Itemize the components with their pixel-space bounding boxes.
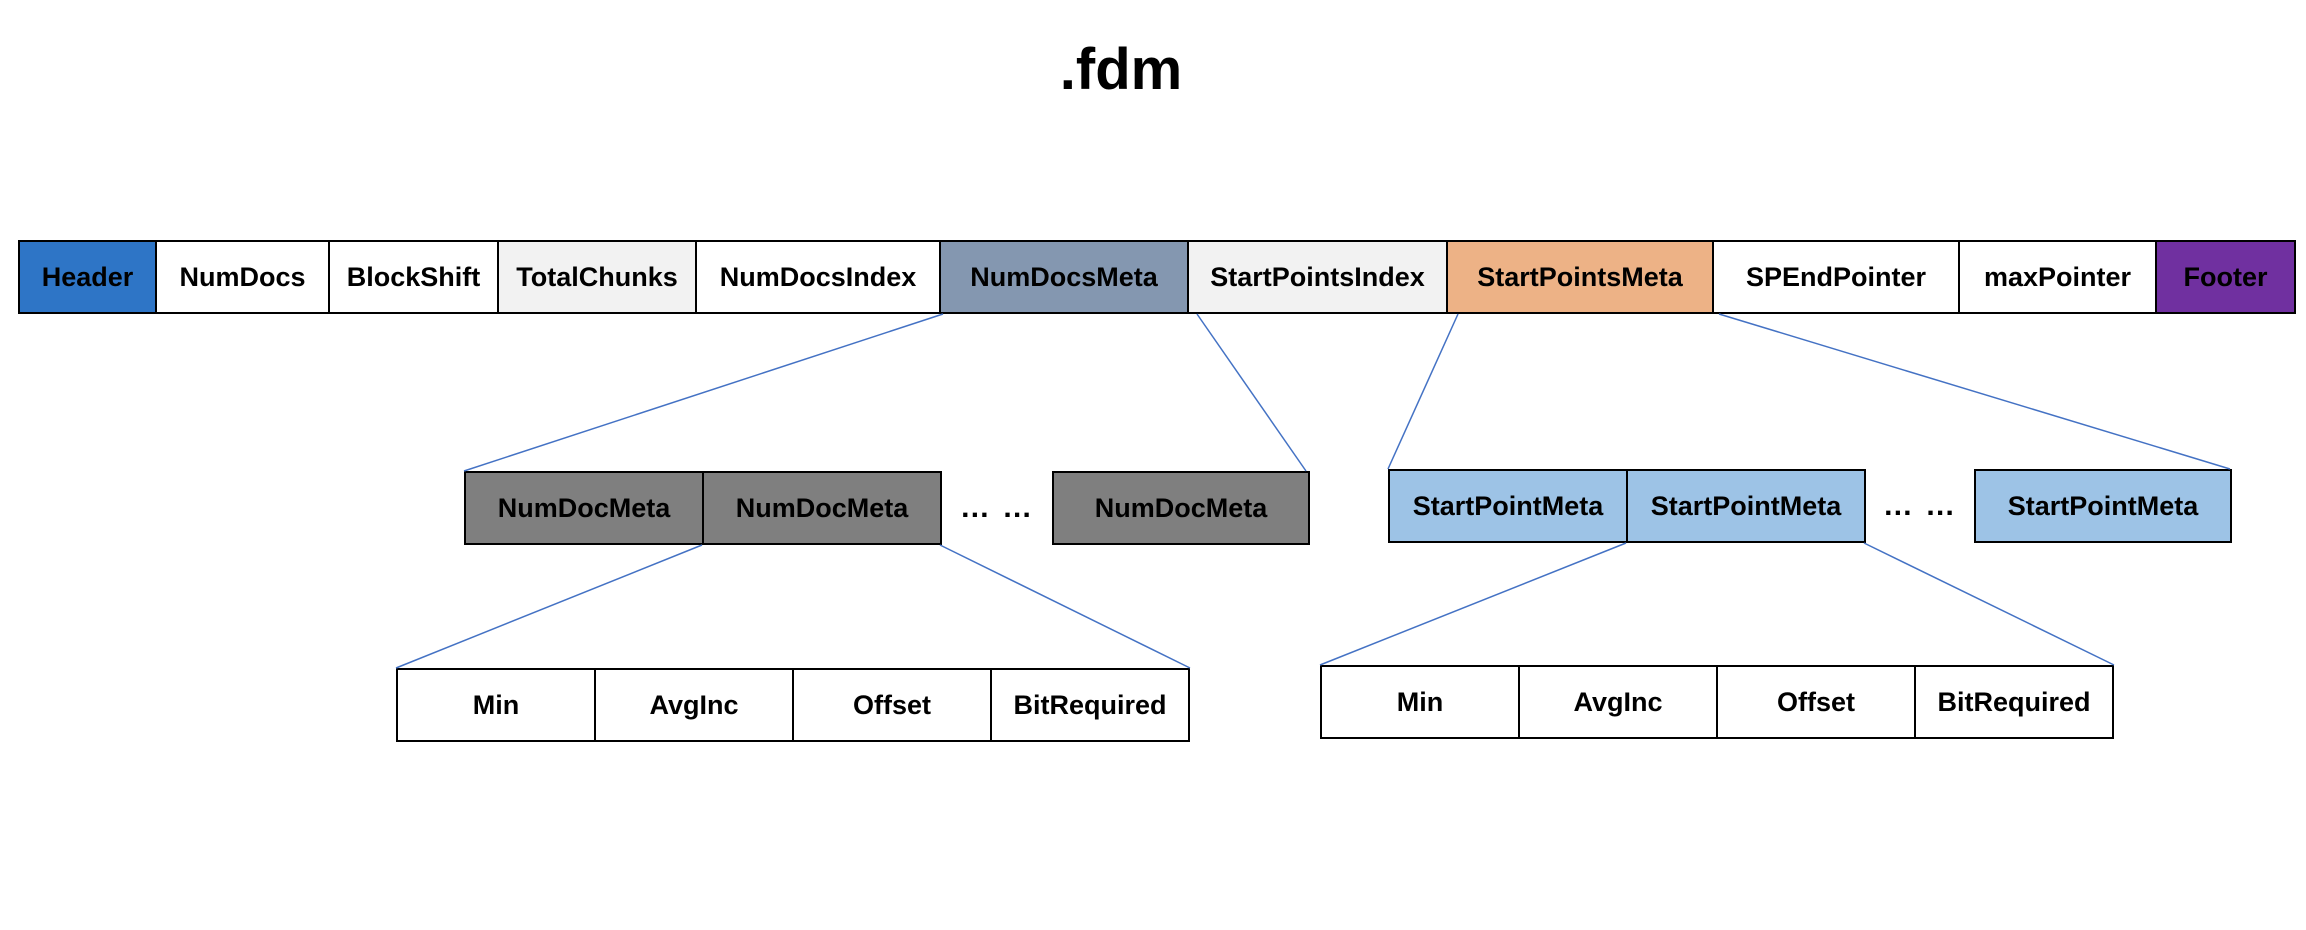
startpointmeta-label: StartPointMeta <box>1650 490 1842 521</box>
numdocsmeta-cell: NumDocsMeta <box>939 240 1189 314</box>
field-label: AvgInc <box>1573 686 1663 717</box>
ellipsis: … … <box>959 491 1035 524</box>
startpointsindex-cell: StartPointsIndex <box>1187 240 1448 314</box>
startpointsindex-label: StartPointsIndex <box>1210 261 1425 292</box>
field-label: BitRequired <box>1937 686 2091 717</box>
startpointmeta-label: StartPointMeta <box>1412 490 1604 521</box>
numdocsindex-label: NumDocsIndex <box>719 261 917 292</box>
connector-line <box>1718 313 2231 470</box>
startpointmeta-cell: StartPointMeta <box>1626 469 1866 543</box>
field-avginc: AvgInc <box>1518 665 1718 739</box>
field-bitrequired: BitRequired <box>1914 665 2114 739</box>
field-min: Min <box>396 668 596 742</box>
startpoints-meta-row: StartPointMeta StartPointMeta … … StartP… <box>1388 469 2232 543</box>
numdocs-cell: NumDocs <box>155 240 330 314</box>
numdocsindex-cell: NumDocsIndex <box>695 240 941 314</box>
header-cell: Header <box>18 240 157 314</box>
connector-line <box>1319 542 1627 666</box>
spendpointer-label: SPEndPointer <box>1745 261 1927 292</box>
numdocmeta-label: NumDocMeta <box>1094 492 1268 523</box>
numdocmeta-label: NumDocMeta <box>735 492 909 523</box>
connector-line <box>1196 313 1307 472</box>
blockshift-label: BlockShift <box>346 261 481 292</box>
startpointsmeta-label: StartPointsMeta <box>1477 261 1683 292</box>
totalchunks-cell: TotalChunks <box>497 240 697 314</box>
startpointmeta-label: StartPointMeta <box>2007 490 2199 521</box>
field-offset: Offset <box>1716 665 1916 739</box>
spendpointer-cell: SPEndPointer <box>1712 240 1960 314</box>
numdocmeta-cell: NumDocMeta <box>702 471 942 545</box>
field-label: Offset <box>852 689 931 720</box>
numdocmeta-cell: NumDocMeta <box>464 471 704 545</box>
field-label: Offset <box>1776 686 1855 717</box>
numdocs-meta-row: NumDocMeta NumDocMeta … … NumDocMeta <box>464 471 1310 545</box>
startpointmeta-fields-row: Min AvgInc Offset BitRequired <box>1320 665 2114 739</box>
footer-label: Footer <box>2183 261 2268 292</box>
connector-line <box>395 544 703 669</box>
maxpointer-label: maxPointer <box>1983 261 2132 292</box>
field-offset: Offset <box>792 668 992 742</box>
startpointmeta-last-cell: StartPointMeta <box>1974 469 2232 543</box>
footer-cell: Footer <box>2155 240 2296 314</box>
totalchunks-label: TotalChunks <box>516 261 678 292</box>
field-min: Min <box>1320 665 1520 739</box>
field-bitrequired: BitRequired <box>990 668 1190 742</box>
connector-line <box>463 313 944 472</box>
numdocs-label: NumDocs <box>179 261 306 292</box>
fdm-structure-row: Header NumDocs BlockShift TotalChunks Nu… <box>18 240 2296 314</box>
header-label: Header <box>41 261 134 292</box>
connector-line <box>1863 542 2115 666</box>
field-label: Min <box>472 689 520 720</box>
field-avginc: AvgInc <box>594 668 794 742</box>
connector-line <box>939 544 1191 669</box>
numdocmeta-label: NumDocMeta <box>497 492 671 523</box>
diagram-title: .fdm <box>1059 37 1183 102</box>
field-label: Min <box>1396 686 1444 717</box>
field-label: AvgInc <box>649 689 739 720</box>
connector-line <box>1387 313 1459 470</box>
numdocmeta-fields-row: Min AvgInc Offset BitRequired <box>396 668 1190 742</box>
startpointsmeta-cell: StartPointsMeta <box>1446 240 1714 314</box>
startpointmeta-cell: StartPointMeta <box>1388 469 1628 543</box>
blockshift-cell: BlockShift <box>328 240 499 314</box>
numdocsmeta-label: NumDocsMeta <box>970 261 1158 292</box>
numdocmeta-last-cell: NumDocMeta <box>1052 471 1310 545</box>
ellipsis: … … <box>1882 489 1958 522</box>
maxpointer-cell: maxPointer <box>1958 240 2157 314</box>
field-label: BitRequired <box>1013 689 1167 720</box>
